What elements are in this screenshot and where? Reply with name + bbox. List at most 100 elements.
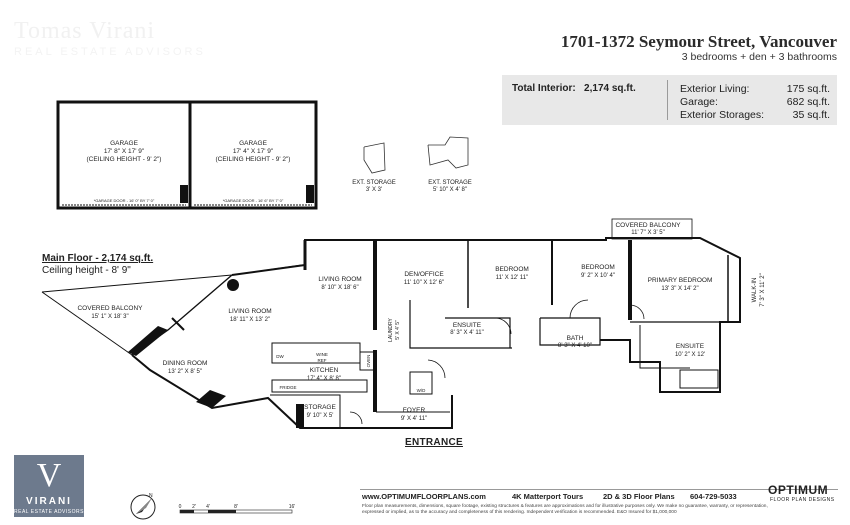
- room-laundry-name: LAUNDRY: [388, 317, 394, 341]
- room-bedroom-1-size: 11' X 12' 11": [496, 275, 529, 281]
- summary-value: 175 sq.ft.: [786, 83, 830, 95]
- compass-north-label: N: [149, 493, 153, 499]
- logo-name: VIRANI: [26, 496, 72, 507]
- room-bath-name: BATH: [567, 335, 584, 342]
- wall-chunk: [296, 404, 304, 428]
- scale-tick-label: 4': [206, 504, 210, 510]
- room-primary-bedroom-size: 13' 3" X 14' 2": [661, 286, 698, 292]
- total-interior-label: Total Interior:: [512, 83, 576, 94]
- fixture-oven: OVEN: [366, 355, 371, 368]
- scale-bar: 0 2' 4' 8' 16': [179, 504, 296, 514]
- garage-2-size: 17' 4" X 17' 9": [233, 148, 274, 155]
- room-den-office-size: 11' 10" X 12' 6": [404, 280, 444, 286]
- garage-column: [180, 185, 188, 203]
- ext-storage-1-size: 3' X 3': [366, 187, 382, 193]
- room-covered-balcony-left-name: COVERED BALCONY: [77, 305, 143, 312]
- summary-label: Exterior Storages:: [680, 109, 765, 121]
- room-living-room-2-name: LIVING ROOM: [318, 276, 361, 283]
- summary-label: Exterior Living:: [680, 83, 750, 95]
- optimum-tagline: FLOOR PLAN DESIGNS: [770, 497, 835, 503]
- ext-storage-2-outline: [427, 136, 469, 169]
- garage-block: [56, 100, 318, 210]
- garage-1-outline: [56, 100, 192, 210]
- listing-subtitle: 3 bedrooms + den + 3 bathrooms: [681, 51, 837, 63]
- room-living-room-2-size: 8' 10" X 18' 6": [321, 285, 358, 291]
- room-ensuite-1-size: 8' 3" X 4' 11": [450, 330, 483, 336]
- room-storage-size: 9' 10" X 5': [307, 413, 334, 419]
- wall-chunk: [196, 390, 226, 408]
- fixture-wine: WINE: [316, 352, 328, 357]
- room-primary-bedroom-name: PRIMARY BEDROOM: [648, 277, 713, 284]
- room-storage-name: STORAGE: [304, 404, 336, 411]
- room-bedroom-2-name: BEDROOM: [581, 264, 615, 271]
- garage-2-ceiling: (CEILING HEIGHT - 9' 2"): [216, 156, 291, 163]
- total-interior: Total Interior: 2,174 sq.ft.: [512, 83, 636, 94]
- room-den-office-name: DEN/OFFICE: [404, 271, 444, 278]
- footer-floorplans: 2D & 3D Floor Plans: [603, 492, 675, 501]
- optimum-logo: OPTIMUM: [768, 483, 829, 497]
- ext-storage-1-name: EXT. STORAGE: [352, 180, 396, 186]
- room-living-room-1-size: 18' 11" X 13' 2": [230, 317, 270, 323]
- room-kitchen-size: 17' 4" X 8' 8": [307, 376, 341, 382]
- scale-tick-label: 8': [234, 504, 238, 510]
- room-walk-in-name: WALK-IN: [752, 278, 758, 303]
- garage-1-door-label: *GARAGE DOOR - 16' 0" BY 7' 0": [94, 198, 155, 203]
- room-bath-size: 8' 3" X 4' 10": [558, 343, 592, 349]
- ext-storage-2-size: 5' 10" X 4' 8": [433, 187, 467, 193]
- garage-2-name: GARAGE: [239, 140, 267, 147]
- watermark-name: Tomas Virani: [14, 18, 156, 44]
- main-floor-walls: [41, 218, 741, 429]
- footer-matterport: 4K Matterport Tours: [512, 492, 584, 501]
- area-summary-box: Total Interior: 2,174 sq.ft. Exterior Li…: [502, 75, 837, 125]
- main-floor-title: Main Floor - 2,174 sq.ft.: [42, 253, 154, 264]
- watermark-tagline: REAL ESTATE ADVISORS: [14, 46, 206, 58]
- garage-column: [306, 185, 314, 203]
- room-laundry-size: 5' X 4' 5": [395, 320, 401, 340]
- scale-tick-label: 2': [192, 504, 196, 510]
- room-dining-name: DINING ROOM: [163, 360, 208, 367]
- fixture-ref: REF: [318, 358, 327, 363]
- room-covered-balcony-left-size: 15' 1" X 18' 3": [91, 314, 128, 320]
- summary-divider: [667, 80, 668, 120]
- room-ensuite-2-name: ENSUITE: [676, 343, 705, 350]
- virani-logo: V VIRANI REAL ESTATE ADVISORS: [14, 455, 84, 517]
- room-covered-balcony-top-name: COVERED BALCONY: [615, 222, 681, 229]
- ext-storage-2-name: EXT. STORAGE: [428, 180, 472, 186]
- entrance-label: ENTRANCE: [405, 437, 463, 448]
- scale-tick-label: 0: [179, 504, 182, 510]
- room-covered-balcony-top-size: 11' 7" X 3' 5": [631, 230, 664, 236]
- fixture-dw: DW: [276, 354, 284, 359]
- ext-storage-1-outline: [363, 142, 386, 174]
- footer-disclaimer: Floor plan measurements, dimensions, squ…: [362, 504, 768, 515]
- summary-value: 35 sq.ft.: [792, 109, 830, 121]
- room-bedroom-1-name: BEDROOM: [495, 266, 529, 273]
- room-ensuite-2-size: 10' 2" X 12': [675, 352, 705, 358]
- room-foyer-size: 9' X 4' 11": [401, 416, 427, 422]
- total-interior-value: 2,174 sq.ft.: [584, 83, 636, 94]
- room-ensuite-1-name: ENSUITE: [453, 322, 482, 329]
- room-foyer-name: FOYER: [403, 407, 426, 414]
- summary-label: Garage:: [680, 96, 718, 108]
- room-dining-size: 13' 2" X 8' 5": [168, 369, 202, 375]
- room-walk-in-size: 7' 3" X 11' 2": [760, 273, 766, 306]
- garage-1-ceiling: (CEILING HEIGHT - 9' 2"): [87, 156, 162, 163]
- footer-phone: 604-729-5033: [690, 492, 737, 501]
- room-bedroom-2-size: 9' 2" X 10' 4": [581, 273, 615, 279]
- compass-icon: N: [130, 493, 156, 520]
- room-living-room-1-name: LIVING ROOM: [228, 308, 271, 315]
- fixture-wd: W/D: [417, 388, 426, 393]
- structural-column: [227, 279, 239, 291]
- garage-1-size: 17' 8" X 17' 9": [104, 148, 145, 155]
- garage-1-name: GARAGE: [110, 140, 138, 147]
- footer-divider: [360, 489, 838, 490]
- footer-website: www.OPTIMUMFLOORPLANS.com: [362, 492, 486, 501]
- wall-chunk: [128, 326, 168, 356]
- garage-2-door-label: *GARAGE DOOR - 16' 6" BY 7' 0": [223, 198, 284, 203]
- scale-tick-label: 16': [289, 504, 296, 510]
- logo-tagline: REAL ESTATE ADVISORS: [14, 509, 84, 515]
- summary-value: 682 sq.ft.: [786, 96, 830, 108]
- garage-2-outline: [188, 100, 318, 210]
- listing-title: 1701-1372 Seymour Street, Vancouver: [560, 32, 837, 51]
- main-floor-ceiling: Ceiling height - 8' 9": [42, 265, 131, 276]
